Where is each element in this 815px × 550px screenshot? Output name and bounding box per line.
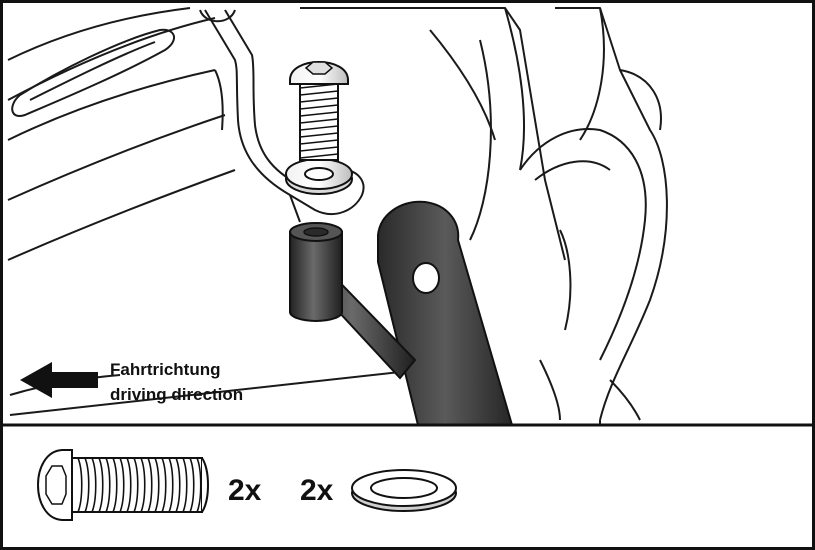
direction-label-de: Fahrtrichtung: [110, 360, 221, 379]
flat-washer-icon: [351, 469, 457, 512]
illustration: [7, 7, 668, 425]
washer-exploded: [285, 158, 353, 195]
button-head-screw-icon: [37, 449, 209, 521]
arrow-left-icon: [20, 362, 98, 398]
swing-arm: [377, 200, 514, 426]
washer-quantity: 2x: [300, 474, 334, 507]
parts-list: 2x 2x: [37, 449, 457, 521]
driving-direction: Fahrtrichtung driving direction: [20, 360, 243, 404]
spacer-tube: [289, 222, 343, 322]
screw-exploded: [289, 61, 349, 161]
direction-label-en: driving direction: [110, 385, 243, 404]
screw-quantity: 2x: [228, 474, 262, 507]
